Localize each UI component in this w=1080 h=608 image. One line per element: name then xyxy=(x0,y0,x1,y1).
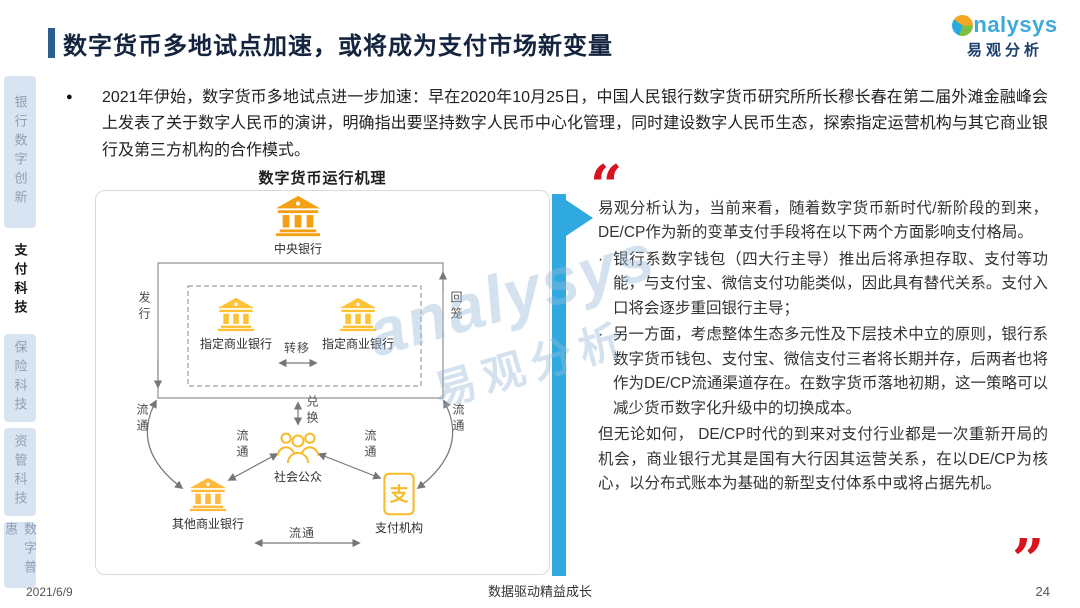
bullet-marker: · xyxy=(598,326,604,344)
chevron-arrow-icon xyxy=(552,194,593,576)
sidebar-item-bank-digital-innovation[interactable]: 银行数字创新 xyxy=(4,76,36,228)
analysys-logo-icon xyxy=(952,14,974,36)
sidebar: 银行数字创新 支付科技 保险科技 资管科技 数字普惠 xyxy=(3,76,37,588)
sidebar-item-payment-tech[interactable]: 支付科技 xyxy=(4,234,36,328)
quote-open-icon: “ xyxy=(590,153,623,219)
label-circulate-bottom: 流通 xyxy=(289,526,316,540)
analysis-bullet-text: 另一方面，考虑整体生态多元性及下层技术中立的原则，银行系数字货币钱包、支付宝、微… xyxy=(613,326,1048,417)
bullet-marker: · xyxy=(598,250,604,268)
sidebar-item-label: 资管科技 xyxy=(12,434,28,510)
node-label: 中央银行 xyxy=(273,242,322,256)
quote-close-icon: ” xyxy=(1012,527,1045,593)
sidebar-item-asset-mgmt-tech[interactable]: 资管科技 xyxy=(4,428,36,516)
intro-text: 2021年伊始，数字货币多地试点进一步加速：早在2020年10月25日，中国人民… xyxy=(102,89,1048,159)
payment-phone-icon: 支 xyxy=(383,472,415,516)
footer-slogan: 数据驱动精益成长 xyxy=(487,584,592,599)
logo-brand-text: nalysys xyxy=(973,12,1058,37)
bank-icon xyxy=(189,477,227,512)
node-designated-bank-right: 指定商业银行 xyxy=(313,297,403,352)
page-title: 数字货币多地试点加速，或将成为支付市场新变量 xyxy=(63,33,613,60)
label-transfer: 转移 xyxy=(284,341,311,355)
diagram-arrows xyxy=(146,262,454,548)
logo-brand-cn: 易观分析 xyxy=(966,42,1043,59)
analysis-bullet-1: · 银行系数字钱包（四大行主导）推出后将承担存取、支付等功能，与支付宝、微信支付… xyxy=(598,248,1048,321)
analysis-bullet-text: 银行系数字钱包（四大行主导）推出后将承担存取、支付等功能，与支付宝、微信支付功能… xyxy=(613,250,1048,317)
bank-icon xyxy=(275,195,321,237)
label-circulate-public-left: 流通 xyxy=(235,429,249,461)
label-recall: 回笼 xyxy=(449,291,463,323)
node-label: 支付机构 xyxy=(374,521,423,535)
footer-date: 2021/6/9 xyxy=(26,585,73,599)
node-other-bank: 其他商业银行 xyxy=(163,477,253,532)
analysis-conclusion: 但无论如何， DE/CP时代的到来对支付行业都是一次重新开局的机会，商业银行尤其… xyxy=(598,426,1048,493)
analysis-block: 易观分析认为，当前来看，随着数字货币新时代/新阶段的到来，DE/CP作为新的变革… xyxy=(598,197,1048,499)
analysis-intro: 易观分析认为，当前来看，随着数字货币新时代/新阶段的到来，DE/CP作为新的变革… xyxy=(598,200,1048,242)
node-label: 社会公众 xyxy=(273,470,322,484)
node-payment-org: 支 支付机构 xyxy=(354,472,444,536)
bank-icon xyxy=(217,297,255,332)
sidebar-item-label: 数字普惠 xyxy=(3,522,37,579)
node-public: 社会公众 xyxy=(253,427,343,485)
bullet-icon: ● xyxy=(66,91,73,103)
sidebar-item-insurance-tech[interactable]: 保险科技 xyxy=(4,334,36,422)
analysis-bullet-2: · 另一方面，考虑整体生态多元性及下层技术中立的原则，银行系数字货币钱包、支付宝… xyxy=(598,323,1048,421)
title-accent-bar xyxy=(48,28,55,58)
label-circulate-left: 流通 xyxy=(135,403,149,435)
bank-icon xyxy=(339,297,377,332)
sidebar-item-label: 保险科技 xyxy=(12,340,28,416)
intro-paragraph: ● 2021年伊始，数字货币多地试点进一步加速：早在2020年10月25日，中国… xyxy=(66,85,1048,164)
sidebar-item-label: 银行数字创新 xyxy=(12,95,28,209)
payment-icon-char: 支 xyxy=(390,484,409,505)
people-icon xyxy=(276,432,320,464)
label-circulate-public-right: 流通 xyxy=(363,429,377,461)
label-exchange: 兑换 xyxy=(305,395,319,427)
node-central-bank: 中央银行 xyxy=(253,195,343,257)
sidebar-item-label: 支付科技 xyxy=(12,243,28,319)
footer-page-number: 24 xyxy=(1035,584,1050,599)
label-issue: 发行 xyxy=(137,291,151,323)
diagram-title: 数字货币运行机理 xyxy=(258,170,387,187)
digital-currency-diagram: 中央银行 指定商业银行 xyxy=(95,190,550,575)
brand-logo: nalysys 易观分析 xyxy=(946,12,1064,60)
node-label: 其他商业银行 xyxy=(171,517,244,531)
label-circulate-right: 流通 xyxy=(451,403,465,435)
node-designated-bank-left: 指定商业银行 xyxy=(191,297,281,352)
node-label: 指定商业银行 xyxy=(199,337,272,351)
node-label: 指定商业银行 xyxy=(321,337,394,351)
sidebar-item-digital-inclusion[interactable]: 数字普惠 xyxy=(3,522,37,588)
